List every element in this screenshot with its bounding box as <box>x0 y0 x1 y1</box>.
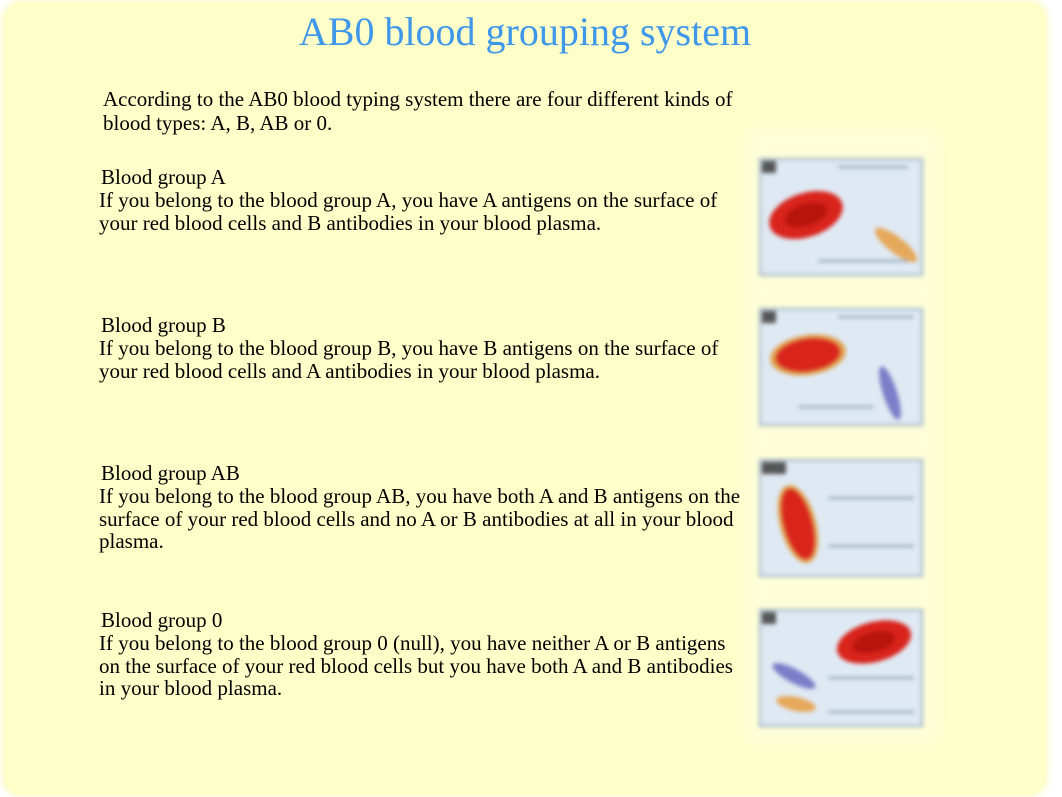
section-blood-group-ab: Blood group AB If you belong to the bloo… <box>99 462 749 553</box>
section-body: If you belong to the blood group B, you … <box>99 336 719 383</box>
blood-cell-a-illustration <box>758 157 924 277</box>
section-heading: Blood group B <box>101 313 226 337</box>
section-blood-group-a: Blood group A If you belong to the blood… <box>99 166 749 234</box>
slide-title: AB0 blood grouping system <box>298 9 752 54</box>
section-body: If you belong to the blood group A, you … <box>99 188 718 235</box>
blood-cell-0-illustration <box>758 608 924 728</box>
blood-cell-ab-illustration <box>758 458 924 578</box>
section-body: If you belong to the blood group AB, you… <box>99 484 741 553</box>
section-heading: Blood group A <box>101 165 226 189</box>
section-heading: Blood group AB <box>101 461 240 485</box>
section-heading: Blood group 0 <box>101 608 223 632</box>
section-blood-group-b: Blood group B If you belong to the blood… <box>99 314 749 382</box>
section-body: If you belong to the blood group 0 (null… <box>99 631 733 700</box>
blood-cell-b-illustration <box>758 307 924 427</box>
intro-paragraph: According to the AB0 blood typing system… <box>103 87 733 135</box>
section-blood-group-0: Blood group 0 If you belong to the blood… <box>99 609 749 700</box>
